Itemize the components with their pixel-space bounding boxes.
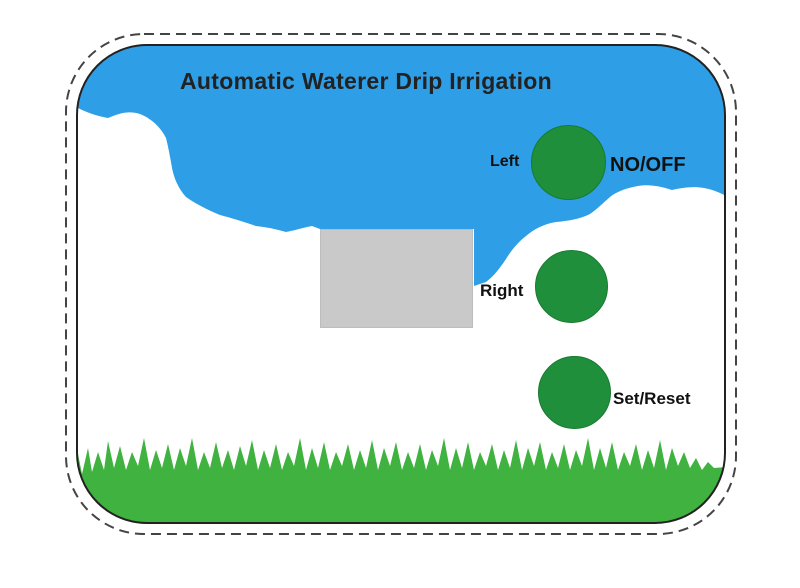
left-button[interactable] xyxy=(531,125,606,200)
right-button[interactable] xyxy=(535,250,608,323)
lcd-display xyxy=(320,229,473,328)
right-button-label: Right xyxy=(480,281,524,300)
left-button-label: Left xyxy=(490,153,520,170)
grass-strip xyxy=(77,438,725,523)
sky-background xyxy=(77,45,725,286)
power-button-label: NO/OFF xyxy=(610,154,686,176)
device-title: Automatic Waterer Drip Irrigation xyxy=(180,68,552,94)
outer-dashed-border xyxy=(65,33,737,535)
set-reset-button-label: Set/Reset xyxy=(613,389,691,408)
set-reset-button[interactable] xyxy=(538,356,611,429)
inner-border xyxy=(76,44,726,524)
